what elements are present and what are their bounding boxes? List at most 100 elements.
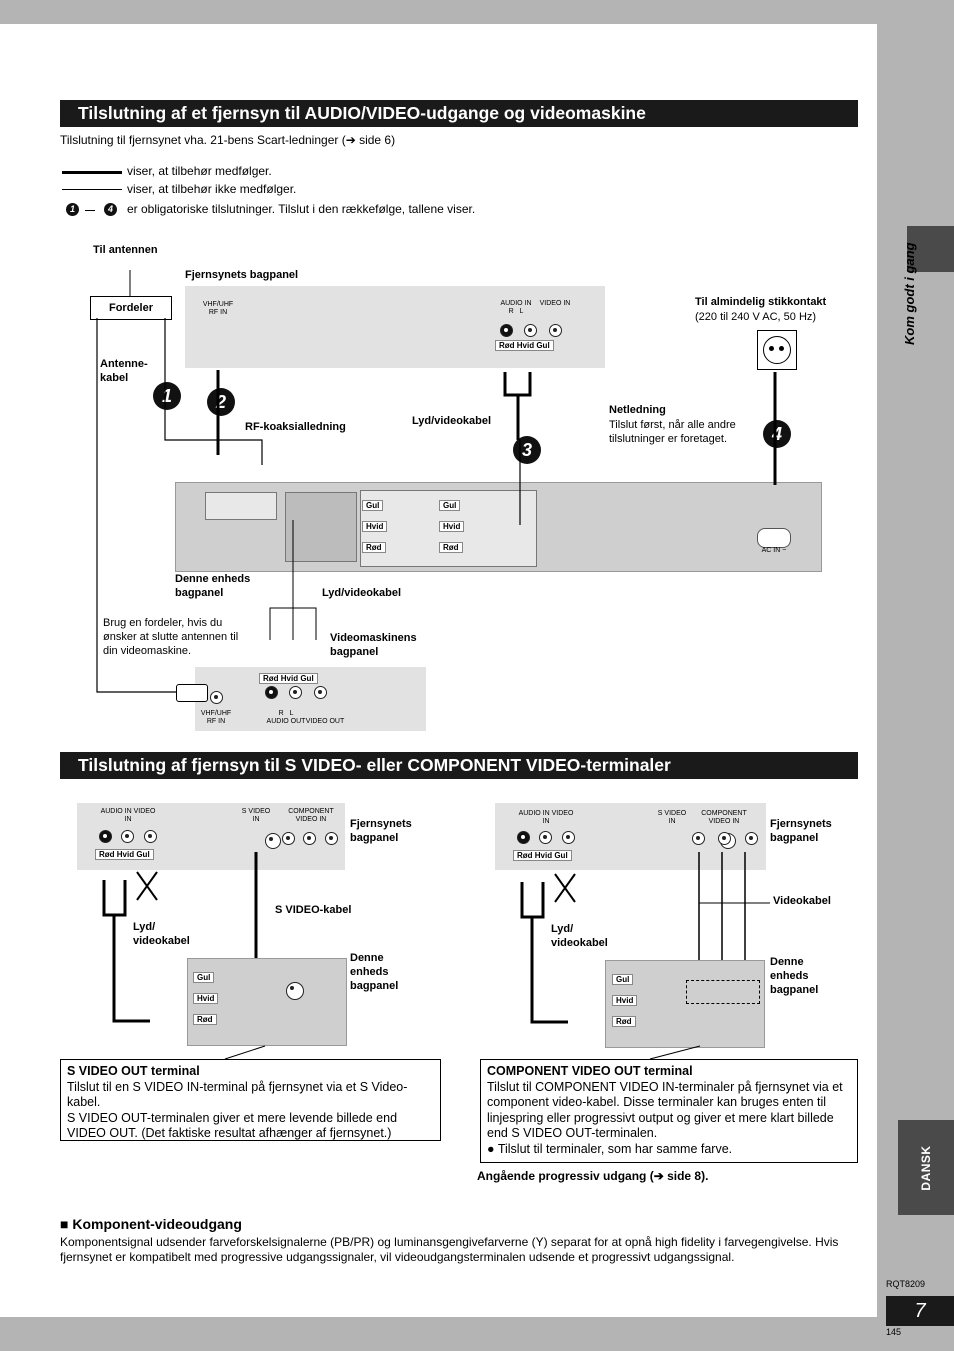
s-component-jacks (282, 832, 338, 850)
label-lyd-video-1: Lyd/videokabel (412, 415, 492, 427)
bottom-bar (0, 1317, 877, 1351)
c-component-jacks (692, 832, 758, 850)
section2-heading: Tilslutning af fjernsyn til S VIDEO- ell… (60, 752, 858, 779)
legend-mandatory-text: er obligatoriske tilslutninger. Tilslut … (127, 202, 476, 216)
step-3-badge: 3 (513, 436, 541, 464)
s-tv-component-label: COMPONENT VIDEO IN (288, 808, 334, 823)
legend-step-to-badge: 4 (104, 203, 117, 216)
jack-yellow-icon (548, 324, 562, 337)
c-tv-svideo-in-label: S VIDEO IN (657, 810, 687, 825)
jack-white-icon (524, 324, 538, 337)
label-volt: (220 til 240 V AC, 50 Hz) (695, 311, 817, 323)
step-2-badge: 2 (207, 388, 235, 416)
tv-video-in-label: VIDEO IN (539, 300, 571, 307)
unit-label-hvid-a: Hvid (362, 521, 388, 532)
label-videomaskinens: Videomaskinens bagpanel (330, 632, 417, 658)
section1-subtitle: Tilslutning til fjernsynet vha. 21-bens … (60, 133, 396, 147)
label-netledning: Netledning (609, 404, 666, 416)
tv-rfin-text: RF IN (208, 309, 228, 316)
label-rf-koaks: RF-koaksialledning (245, 421, 346, 433)
label-denne-enheds: Denne enheds bagpanel (175, 573, 251, 599)
komponent-heading: Komponent-videoudgang (72, 1216, 242, 1232)
vcr-jack-red-icon (265, 686, 278, 699)
tv-color-label: Rød Hvid Gul (495, 340, 554, 351)
label-til-antennen: Til antennen (93, 244, 158, 256)
comp-box-body: Tilslut til COMPONENT VIDEO IN-terminale… (487, 1079, 843, 1141)
s-label-svideo-kabel: S VIDEO-kabel (275, 904, 352, 916)
label-brug-fordeler: Brug en fordeler, hvis du ønsker at slut… (103, 617, 239, 657)
s-label-denne-enheds: Denne enheds bagpanel (350, 952, 399, 992)
unit-label-rod-a: Rød (362, 542, 386, 553)
section-tab-marker (907, 226, 954, 272)
c-tv-audio-in-label: AUDIO IN VIDEO IN (516, 810, 576, 826)
label-netledning-note: Tilslut først, når alle andre tilslutnin… (609, 419, 736, 445)
label-lyd-video-2: Lyd/videokabel (322, 587, 402, 599)
c-jack-yellow-icon (561, 831, 575, 844)
tv-vhf-text: VHF/UHF (202, 301, 234, 308)
tv-audio-in-text: AUDIO IN (500, 300, 532, 307)
doc-code: RQT8209 (886, 1279, 926, 1289)
c-label-videokabel: Videokabel (773, 895, 831, 907)
label-fjernsynets-bagpanel: Fjernsynets bagpanel (185, 269, 299, 281)
step-1-badge: 1 (153, 382, 181, 410)
top-bar (0, 0, 954, 24)
ac-in-socket-icon (757, 528, 791, 548)
vcr-vhf-text: VHF/UHF (200, 710, 232, 717)
tv-l-text: L (519, 308, 524, 315)
komponent-body: Komponentsignal udsender farveforskelsig… (60, 1235, 839, 1264)
s-unit-hvid: Hvid (193, 993, 219, 1004)
label-antennekabel: Antenne- kabel (100, 358, 148, 384)
c-tv-jack-row (517, 831, 575, 849)
component-info-box: COMPONENT VIDEO OUT terminal Tilslut til… (480, 1059, 858, 1163)
language-tab: DANSK (898, 1120, 954, 1215)
c-label-lyd-video: Lyd/ videokabel (551, 923, 608, 949)
tv-r-text: R (508, 308, 514, 315)
splitter-box: Fordeler (90, 296, 172, 320)
legend-step-from-badge: 1 (66, 203, 79, 216)
section1-heading: Tilslutning af et fjernsyn til AUDIO/VID… (60, 100, 858, 127)
c-comp-y-icon (692, 832, 705, 845)
vcr-jack-yellow-icon (313, 686, 327, 699)
c-label-denne-enheds: Denne enheds bagpanel (770, 956, 819, 996)
legend-not-supplied-text: viser, at tilbehør ikke medfølger. (127, 182, 297, 196)
wall-outlet-icon (757, 330, 797, 370)
vcr-video-out-label: VIDEO OUT (305, 718, 345, 725)
sheet-number: 145 (886, 1327, 902, 1337)
c-label-fjernsynets: Fjernsynets bagpanel (770, 818, 832, 844)
s-jack-white-icon (121, 830, 135, 843)
comp-box-title: COMPONENT VIDEO OUT terminal (487, 1064, 693, 1078)
legend-not-supplied-line (62, 189, 122, 190)
s-tv-audio-in-text: AUDIO IN (100, 808, 132, 815)
c-unit-gul: Gul (612, 974, 634, 985)
comp-box-bullet-row: ● Tilslut til terminaler, som har samme … (487, 1141, 733, 1156)
s-comp-pb-icon (303, 832, 317, 845)
s-video-box-title: S VIDEO OUT terminal (67, 1064, 200, 1078)
vcr-l-text: L (289, 710, 294, 717)
legend-supplied-text: viser, at tilbehør medfølger. (127, 164, 272, 178)
s-tv-svideo-in-label: S VIDEO IN (241, 808, 271, 823)
progressive-note: Angående progressiv udgang (➔ side 8). (477, 1169, 709, 1183)
s-unit-gul: Gul (193, 972, 215, 983)
c-tv-color-label: Rød Hvid Gul (513, 850, 572, 861)
unit-label-hvid-b: Hvid (439, 521, 465, 532)
recorder-scart-area (285, 492, 357, 562)
c-unit-component-out-highlight (686, 980, 760, 1004)
s-video-info-box: S VIDEO OUT terminal Tilslut til en S VI… (60, 1059, 441, 1141)
c-tv-audio-in-text: AUDIO IN (518, 810, 550, 817)
c-jack-red-icon (517, 831, 530, 844)
c-comp-pb-icon (718, 832, 732, 845)
page-number: 7 (886, 1296, 954, 1326)
s-unit-rod: Rød (193, 1014, 217, 1025)
s-jack-red-icon (99, 830, 112, 843)
c-tv-component-label: COMPONENT VIDEO IN (701, 810, 747, 825)
unit-label-gul-a: Gul (362, 500, 384, 511)
s-tv-audio-in-label: AUDIO IN VIDEO IN (98, 808, 158, 824)
vcr-splitter-plug-icon (176, 684, 208, 702)
s-video-box-body: Tilslut til en S VIDEO IN-terminal på fj… (67, 1079, 408, 1141)
s-label-lyd-video: Lyd/ videokabel (133, 921, 190, 947)
